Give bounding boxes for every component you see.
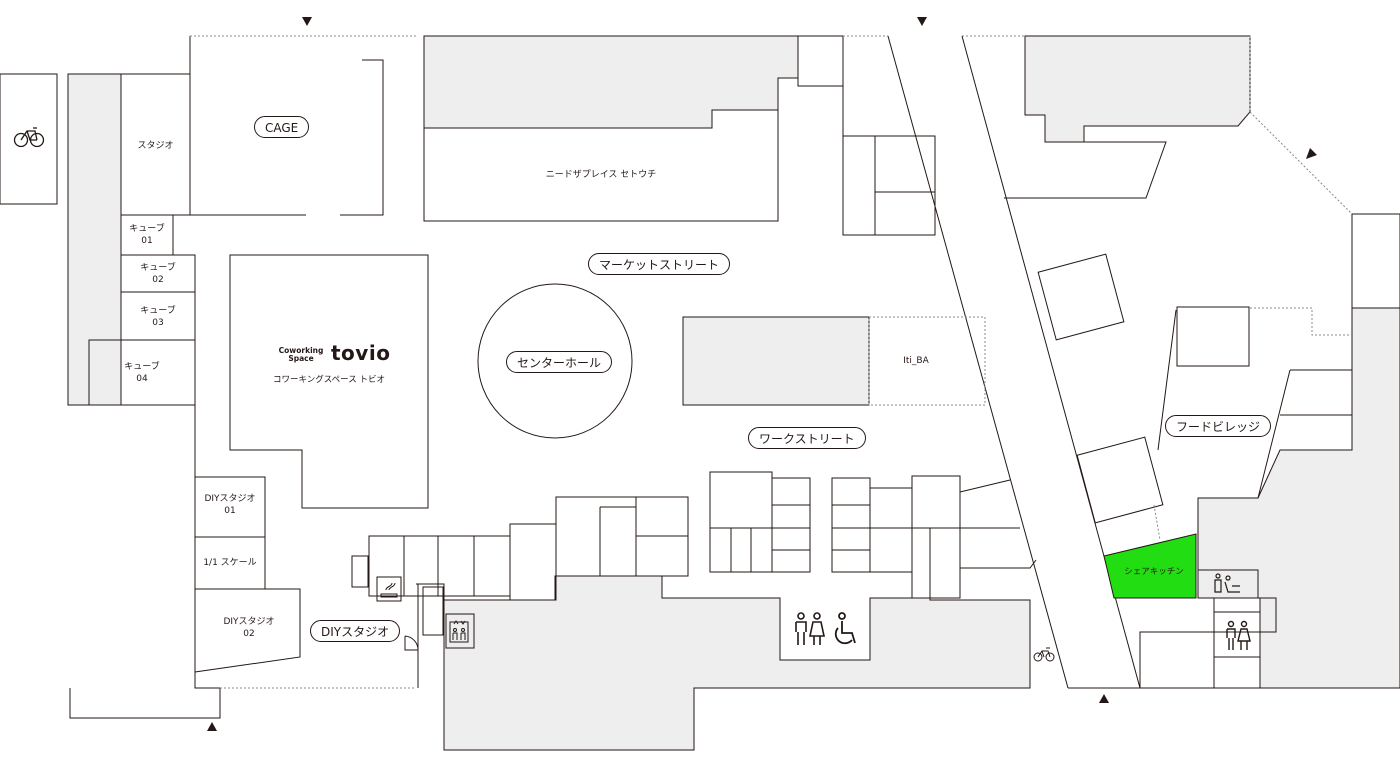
scale-label[interactable]: 1/1 スケール bbox=[203, 558, 257, 568]
work-street-right bbox=[959, 479, 1037, 569]
restroom-icon bbox=[795, 612, 825, 645]
food-booth-right bbox=[1280, 369, 1353, 451]
cube-04-label[interactable]: キューブ 04 bbox=[124, 362, 160, 384]
share-kitchen-area[interactable] bbox=[1103, 533, 1197, 599]
food-dotted bbox=[1153, 504, 1161, 541]
diy-studio-02-label[interactable]: DIYスタジオ 02 bbox=[223, 617, 275, 639]
neat-place-room bbox=[423, 110, 779, 222]
entrance-arrow-icon bbox=[1306, 148, 1317, 159]
smoking-area-icon bbox=[376, 576, 402, 602]
work-booths-group1 bbox=[709, 471, 811, 573]
left-outer-wall bbox=[69, 36, 221, 719]
bicycle-icon bbox=[13, 127, 45, 148]
right-dotted-edge bbox=[1249, 111, 1353, 215]
cube-01-label[interactable]: キューブ 01 bbox=[129, 224, 165, 246]
top-small-rooms bbox=[797, 35, 936, 236]
bottom-room-wall bbox=[416, 583, 871, 750]
door-swing bbox=[404, 635, 419, 651]
tovio-logo[interactable]: tovio bbox=[331, 341, 391, 365]
tovio-room bbox=[229, 254, 429, 509]
neat-place-gray-block bbox=[423, 35, 799, 129]
cube-02-label[interactable]: キューブ 02 bbox=[140, 263, 176, 285]
center-hall-label[interactable]: センターホール bbox=[506, 351, 613, 373]
left-wall-strip bbox=[67, 73, 122, 406]
top-dotted bbox=[843, 35, 1251, 112]
food-booth-1 bbox=[1176, 306, 1250, 367]
cube-04-room bbox=[88, 339, 196, 406]
bottom-gray-block bbox=[443, 575, 1031, 751]
food-booth-2 bbox=[1037, 253, 1125, 341]
restroom-box-right bbox=[1213, 611, 1261, 658]
market-street-label[interactable]: マーケットストリート bbox=[588, 253, 731, 275]
entrance-arrow-icon bbox=[302, 17, 312, 26]
entrance-arrows bbox=[207, 17, 1317, 731]
entrance-arrow-icon bbox=[207, 722, 217, 731]
diy-studio-02-room bbox=[194, 588, 301, 673]
right-top-room bbox=[1351, 213, 1400, 309]
work-booths-left bbox=[368, 523, 557, 601]
bicycle-parking-left bbox=[0, 73, 58, 205]
studio-label[interactable]: スタジオ bbox=[137, 141, 174, 151]
food-booth-3 bbox=[1076, 436, 1164, 524]
iti-ba-room bbox=[868, 316, 986, 406]
restroom-icon bbox=[1226, 620, 1251, 650]
top-right-wedge bbox=[1004, 141, 1167, 199]
iti-ba-label[interactable]: Iti_BA bbox=[903, 356, 929, 366]
building-outline bbox=[0, 35, 1400, 750]
diy-studio-label[interactable]: DIYスタジオ bbox=[310, 620, 401, 642]
center-hall-circle bbox=[477, 283, 633, 439]
cage-label[interactable]: CAGE bbox=[254, 116, 310, 138]
elevator-icon bbox=[449, 620, 469, 643]
work-street-label[interactable]: ワークストリート bbox=[748, 427, 866, 449]
work-booths-group2 bbox=[831, 475, 961, 599]
food-village-label[interactable]: フードビレッジ bbox=[1165, 415, 1272, 437]
cage-wall bbox=[190, 59, 384, 216]
elevator-box bbox=[445, 613, 475, 649]
entrance-arrow-icon bbox=[1099, 694, 1109, 703]
entrance-arrow-icon bbox=[917, 17, 927, 26]
neat-place-label[interactable]: ニードザプレイス セトウチ bbox=[545, 170, 657, 180]
tovio-coworking-text: Coworking Space bbox=[278, 346, 324, 363]
iti-ba-gray bbox=[682, 316, 870, 406]
tovio-subtitle: コワーキングスペース トビオ bbox=[273, 375, 385, 385]
right-dotted-2 bbox=[1250, 307, 1352, 336]
bicycle-icon bbox=[1033, 647, 1055, 662]
diy-studio-01-label[interactable]: DIYスタジオ 01 bbox=[204, 494, 256, 516]
small-box bbox=[351, 555, 369, 588]
food-village-edge bbox=[1157, 309, 1291, 534]
accessible-icon bbox=[834, 612, 856, 645]
nursing-room-icon bbox=[1214, 573, 1240, 593]
gray-zones bbox=[67, 35, 1400, 751]
share-kitchen-label[interactable]: シェアキッチン bbox=[1124, 567, 1184, 577]
elevator-shaft bbox=[422, 586, 444, 636]
bottom-right-gray bbox=[1139, 631, 1215, 689]
cube-03-label[interactable]: キューブ 03 bbox=[140, 306, 176, 328]
top-right-gray-block bbox=[1024, 35, 1251, 143]
work-booths-mid bbox=[555, 496, 689, 577]
